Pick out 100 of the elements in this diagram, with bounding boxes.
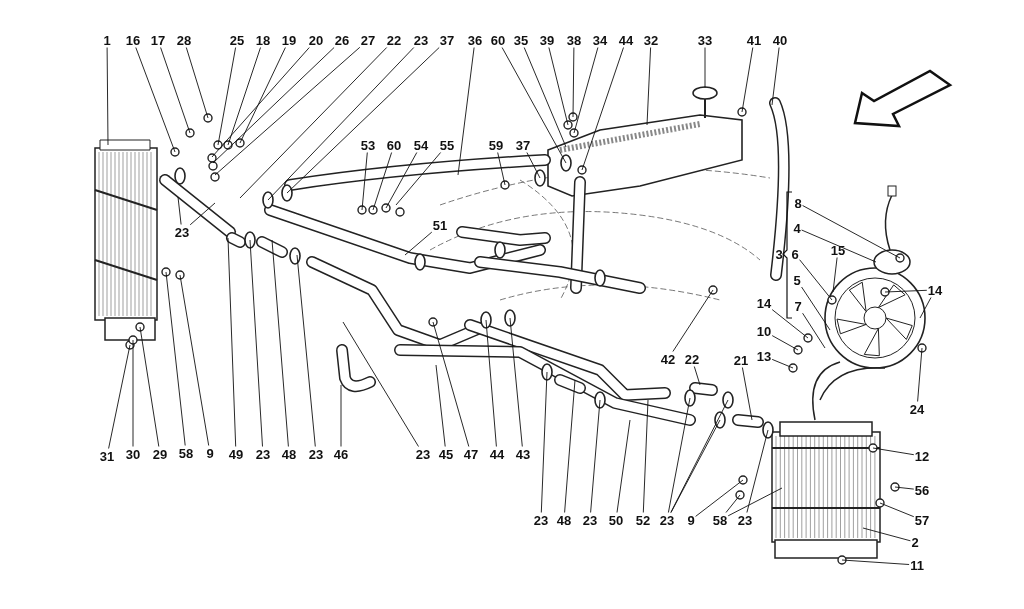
callout-number: 53 — [359, 137, 377, 153]
callout-number: 14 — [755, 295, 773, 311]
leader-line — [212, 47, 335, 164]
leader-line — [894, 486, 915, 490]
callout-number: 23 — [581, 512, 599, 528]
leader-line — [879, 502, 915, 518]
callout-number: 18 — [254, 32, 272, 48]
leader-line — [832, 257, 838, 293]
leader-line — [404, 231, 433, 256]
callout-number: 23 — [412, 32, 430, 48]
callout-number: 10 — [755, 323, 773, 339]
callout-number: 8 — [793, 195, 803, 211]
leader-line — [189, 202, 216, 226]
leader-line — [106, 47, 109, 146]
callout-number: 60 — [385, 137, 403, 153]
callout-number: 6 — [790, 246, 800, 262]
leader-line — [227, 47, 261, 146]
leader-line — [435, 364, 446, 447]
leader-line — [746, 429, 769, 513]
leader-line — [249, 239, 263, 447]
leader-line — [573, 47, 599, 134]
leader-line — [160, 47, 191, 134]
leader-line — [485, 319, 497, 447]
callout-number: 40 — [771, 32, 789, 48]
callout-number: 36 — [466, 32, 484, 48]
callout-number: 21 — [732, 352, 750, 368]
leader-line — [239, 47, 388, 199]
callout-number: 32 — [642, 32, 660, 48]
leader-line — [342, 321, 419, 447]
leader-line — [372, 152, 393, 211]
callout-number: 23 — [532, 512, 550, 528]
callout-number: 9 — [686, 512, 696, 528]
callout-number: 13 — [755, 348, 773, 364]
leader-line — [917, 347, 923, 402]
leader-line — [727, 487, 783, 517]
leader-line — [802, 312, 826, 349]
callout-number: 12 — [913, 448, 931, 464]
callout-number: 4 — [792, 220, 802, 236]
callout-number: 49 — [227, 446, 245, 462]
leader-line — [672, 289, 714, 352]
leader-line — [271, 239, 289, 447]
leader-line — [523, 47, 567, 148]
callout-number: 24 — [908, 401, 926, 417]
leader-line — [590, 399, 601, 513]
leader-line — [177, 196, 182, 225]
callout-number: 23 — [736, 512, 754, 528]
callout-number: 19 — [280, 32, 298, 48]
leader-line — [185, 47, 209, 119]
callout-number: 30 — [124, 446, 142, 462]
callout-number: 15 — [829, 242, 847, 258]
leader-line — [919, 297, 932, 319]
callout-number: 23 — [254, 446, 272, 462]
leader-line — [862, 527, 911, 542]
leader-line — [771, 358, 794, 369]
callout-number: 27 — [359, 32, 377, 48]
callout-number: 48 — [555, 512, 573, 528]
callout-number: 23 — [414, 446, 432, 462]
callout-number: 16 — [124, 32, 142, 48]
callout-number: 42 — [659, 351, 677, 367]
leader-line — [340, 384, 342, 447]
callout-number: 37 — [438, 32, 456, 48]
leader-line — [695, 479, 744, 517]
callout-number: 55 — [438, 137, 456, 153]
callout-number: 23 — [658, 512, 676, 528]
leader-line — [108, 344, 131, 449]
leader-line — [432, 321, 470, 447]
callout-number: 37 — [514, 137, 532, 153]
callout-number: 44 — [488, 446, 506, 462]
leader-line — [704, 47, 706, 89]
callout-number: 33 — [696, 32, 714, 48]
leader-line — [884, 289, 928, 293]
callout-number: 45 — [437, 446, 455, 462]
leader-line — [801, 286, 831, 331]
callout-number: 44 — [617, 32, 635, 48]
callout-number: 43 — [514, 446, 532, 462]
leader-line — [771, 335, 799, 351]
callout-number: 31 — [98, 448, 116, 464]
leader-line — [296, 254, 316, 447]
callout-number: 28 — [175, 32, 193, 48]
leader-line — [667, 397, 691, 513]
leader-line — [572, 47, 575, 118]
leader-line — [802, 205, 901, 259]
leader-line — [165, 271, 186, 446]
leader-line — [132, 339, 134, 447]
callout-number: 60 — [489, 32, 507, 48]
leader-line — [548, 47, 569, 126]
callout-number: 22 — [385, 32, 403, 48]
leader-line — [509, 317, 523, 447]
leader-line — [581, 47, 624, 171]
callout-number: 48 — [280, 446, 298, 462]
leader-line — [693, 366, 701, 386]
leader-line — [771, 47, 780, 106]
leader-line — [214, 46, 361, 176]
callout-number: 38 — [565, 32, 583, 48]
leader-line — [361, 152, 368, 211]
leader-line — [741, 367, 753, 421]
callout-number: 9 — [205, 445, 215, 461]
callout-number: 51 — [431, 217, 449, 233]
leader-line — [725, 494, 741, 513]
callout-number: 7 — [793, 298, 803, 314]
